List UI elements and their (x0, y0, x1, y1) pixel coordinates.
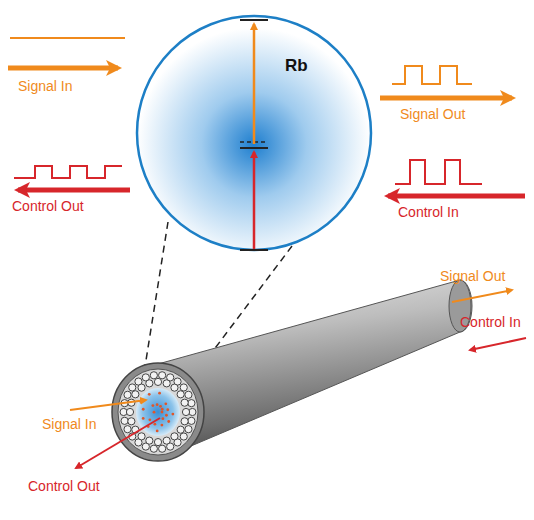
signal-label: Control In (460, 314, 521, 330)
signal-label: Control Out (28, 478, 100, 494)
zoom-circle: Rb (135, 14, 373, 252)
signal-label: Signal Out (400, 106, 465, 122)
signal-label: Signal In (18, 78, 72, 94)
signal-label: Signal Out (440, 268, 505, 284)
element-label: Rb (285, 56, 308, 76)
signal-label: Signal In (42, 416, 96, 432)
atom-levels (135, 14, 373, 252)
signal-label: Control Out (12, 198, 84, 214)
signal-label: Control In (398, 204, 459, 220)
